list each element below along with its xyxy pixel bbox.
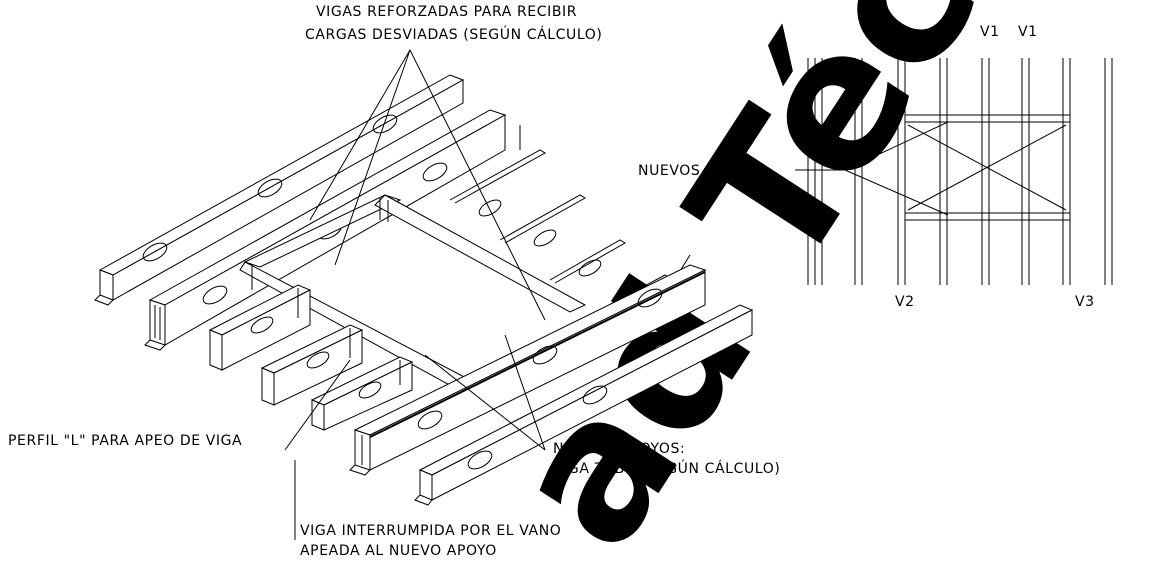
interrupted-beam-3 (310, 356, 414, 431)
interrupted-beam-2 (260, 324, 364, 406)
interrupted-beam-1 (208, 284, 312, 371)
label-reinforced-beams-line2: CARGAS DESVIADAS (SEGÚN CÁLCULO) (305, 25, 602, 43)
label-interrupted-beam-line1: VIGA INTERRUMPIDA POR EL VANO (300, 523, 561, 539)
beam-far-left (94, 74, 465, 306)
label-interrupted-beam-line2: APEADA AL NUEVO APOYO (300, 543, 497, 559)
label-v1-b: V1 (980, 24, 1000, 40)
label-v1-a: V1 (940, 24, 960, 40)
reinforced-beam-right (349, 264, 707, 476)
plan-horizontal-supports (905, 114, 1070, 221)
plan-vertical-lines (807, 58, 1113, 285)
plan-view: NUEVOS APOYOS V1 V1 V1 V2 V3 (638, 24, 1113, 310)
isometric-floor-framing: VIGAS REFORZADAS PARA RECIBIR CARGAS DES… (8, 4, 780, 559)
label-reinforced-beams-line1: VIGAS REFORZADAS PARA RECIBIR (316, 4, 577, 20)
label-new-supports-line2: VIGA TUBO (SEGÚN CÁLCULO) (553, 459, 780, 477)
beam-front (414, 304, 754, 506)
label-l-profile: PERFIL "L" PARA APEO DE VIGA (8, 433, 242, 449)
label-plan-new-supports: NUEVOS APOYOS (638, 163, 765, 179)
plan-leader-lines (795, 121, 949, 216)
label-v2: V2 (895, 294, 915, 310)
label-new-supports-line1: NUEVOS APOYOS: (553, 441, 685, 457)
label-v1-c: V1 (1018, 24, 1038, 40)
interrupted-beams (208, 284, 414, 431)
label-v3: V3 (1075, 294, 1095, 310)
leader-lines (284, 48, 546, 540)
